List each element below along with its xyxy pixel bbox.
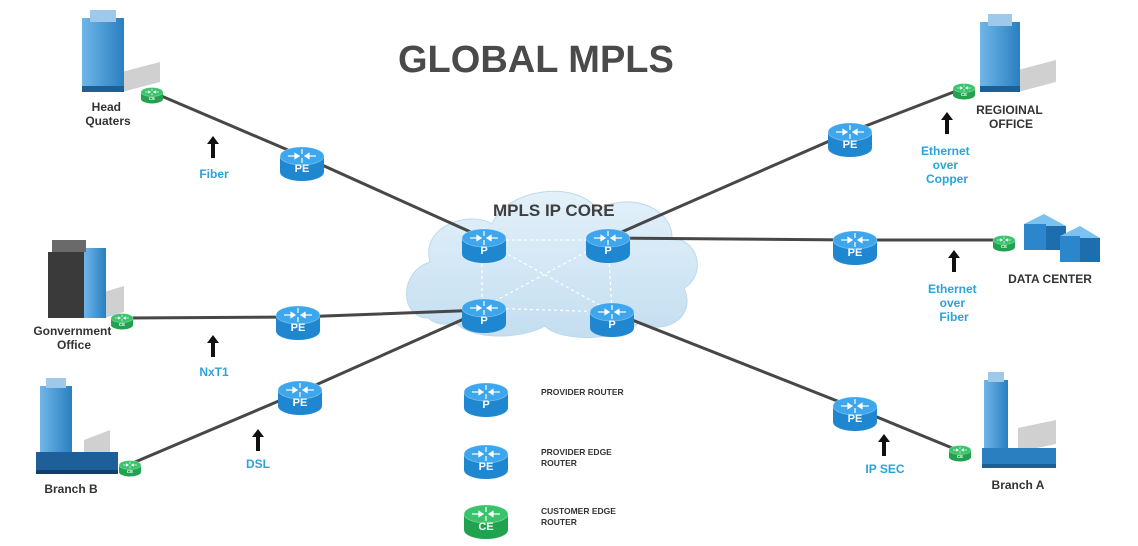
svg-text:PE: PE — [295, 163, 310, 175]
ce-router-regional: CE — [952, 83, 976, 100]
svg-text:PE: PE — [848, 247, 863, 259]
label-link-ethernet-fiber: Ethernet over Fiber — [928, 282, 980, 324]
svg-text:CE: CE — [119, 322, 125, 327]
svg-text:PE: PE — [293, 397, 308, 409]
core-label: MPLS IP CORE — [493, 201, 615, 220]
provider-router-2: P — [585, 228, 631, 263]
svg-text:PE: PE — [843, 139, 858, 151]
svg-text:PE: PE — [291, 322, 306, 334]
link-branchb-ce-pe — [126, 390, 302, 467]
head-quarters-building — [82, 10, 160, 92]
link-hq-pe-core — [300, 154, 486, 240]
arrow-ipsec — [878, 434, 890, 456]
ce-router-brancha: CE — [948, 445, 972, 462]
diagram-title: GLOBAL MPLS — [398, 39, 674, 81]
legend-provider-router-label: PROVIDER ROUTER — [541, 387, 624, 397]
label-link-ipsec: IP SEC — [865, 462, 904, 476]
label-link-dsl: DSL — [246, 457, 270, 471]
arrows — [207, 112, 960, 456]
provider-router-1: P — [461, 228, 507, 263]
svg-text:P: P — [608, 319, 615, 331]
svg-text:CE: CE — [961, 92, 967, 97]
arrow-nxt1 — [207, 335, 219, 357]
svg-text:CE: CE — [478, 521, 493, 533]
label-link-fiber: Fiber — [199, 167, 229, 181]
data-center-building — [1024, 214, 1100, 262]
link-hq-ce-pe — [150, 90, 304, 158]
link-core-regional-pe — [606, 130, 852, 240]
label-head-quarters: Head Quaters — [85, 100, 131, 128]
link-gov-ce-pe — [122, 315, 300, 320]
svg-text:P: P — [480, 245, 487, 257]
legend-provider-router-icon: P — [463, 382, 509, 417]
svg-text:CE: CE — [127, 469, 133, 474]
label-government-office: Gonvernment Office — [33, 324, 114, 352]
link-branchb-pe-core — [298, 308, 486, 394]
label-regional-office: REGIOINAL OFFICE — [976, 103, 1046, 131]
pe-router-regional: PE — [827, 122, 873, 157]
svg-text:CE: CE — [1001, 244, 1007, 249]
pe-router-hq: PE — [279, 146, 325, 181]
regional-office-building — [980, 14, 1056, 92]
routers: P P P P PE PE PE PE PE PE CE CE CE CE CE… — [110, 83, 1016, 539]
svg-text:PE: PE — [848, 413, 863, 425]
link-regional-pe-ce — [848, 86, 966, 134]
svg-text:P: P — [482, 399, 489, 411]
label-link-ethernet-copper: Ethernet over Copper — [921, 144, 973, 186]
ce-router-branchb: CE — [118, 460, 142, 477]
pe-router-dc: PE — [832, 230, 878, 265]
svg-text:CE: CE — [957, 454, 963, 459]
network-links — [122, 86, 1004, 467]
arrow-dsl — [252, 429, 264, 451]
svg-text:P: P — [480, 315, 487, 327]
ce-router-hq: CE — [140, 87, 164, 104]
link-core-brancha-pe — [610, 310, 857, 410]
ce-router-gov: CE — [110, 313, 134, 330]
label-data-center: DATA CENTER — [1008, 272, 1092, 286]
legend-ce-router-icon: CE — [463, 504, 509, 539]
link-gov-pe-core — [296, 308, 486, 319]
arrow-ethernet-fiber — [948, 250, 960, 272]
label-branch-a: Branch A — [992, 478, 1045, 492]
svg-text:PE: PE — [479, 461, 494, 473]
svg-text:CE: CE — [149, 96, 155, 101]
arrow-fiber — [207, 136, 219, 158]
branch-a-building — [982, 372, 1056, 468]
provider-router-3: P — [461, 298, 507, 333]
legend-pe-router-icon: PE — [463, 444, 509, 479]
label-link-nxt1: NxT1 — [199, 365, 229, 379]
legend-pe-router-label: PROVIDER EDGE ROUTER — [541, 447, 614, 468]
svg-text:P: P — [604, 245, 611, 257]
ce-router-dc: CE — [992, 235, 1016, 252]
label-branch-b: Branch B — [44, 482, 98, 496]
arrow-ethernet-copper — [941, 112, 953, 134]
pe-router-branchb: PE — [277, 380, 323, 415]
legend-ce-router-label: CUSTOMER EDGE ROUTER — [541, 506, 618, 527]
pe-router-brancha: PE — [832, 396, 878, 431]
provider-router-4: P — [589, 302, 635, 337]
link-core-dc-pe — [606, 236, 857, 242]
government-office-building — [48, 240, 124, 318]
pe-router-gov: PE — [275, 305, 321, 340]
branch-b-building — [36, 378, 118, 474]
